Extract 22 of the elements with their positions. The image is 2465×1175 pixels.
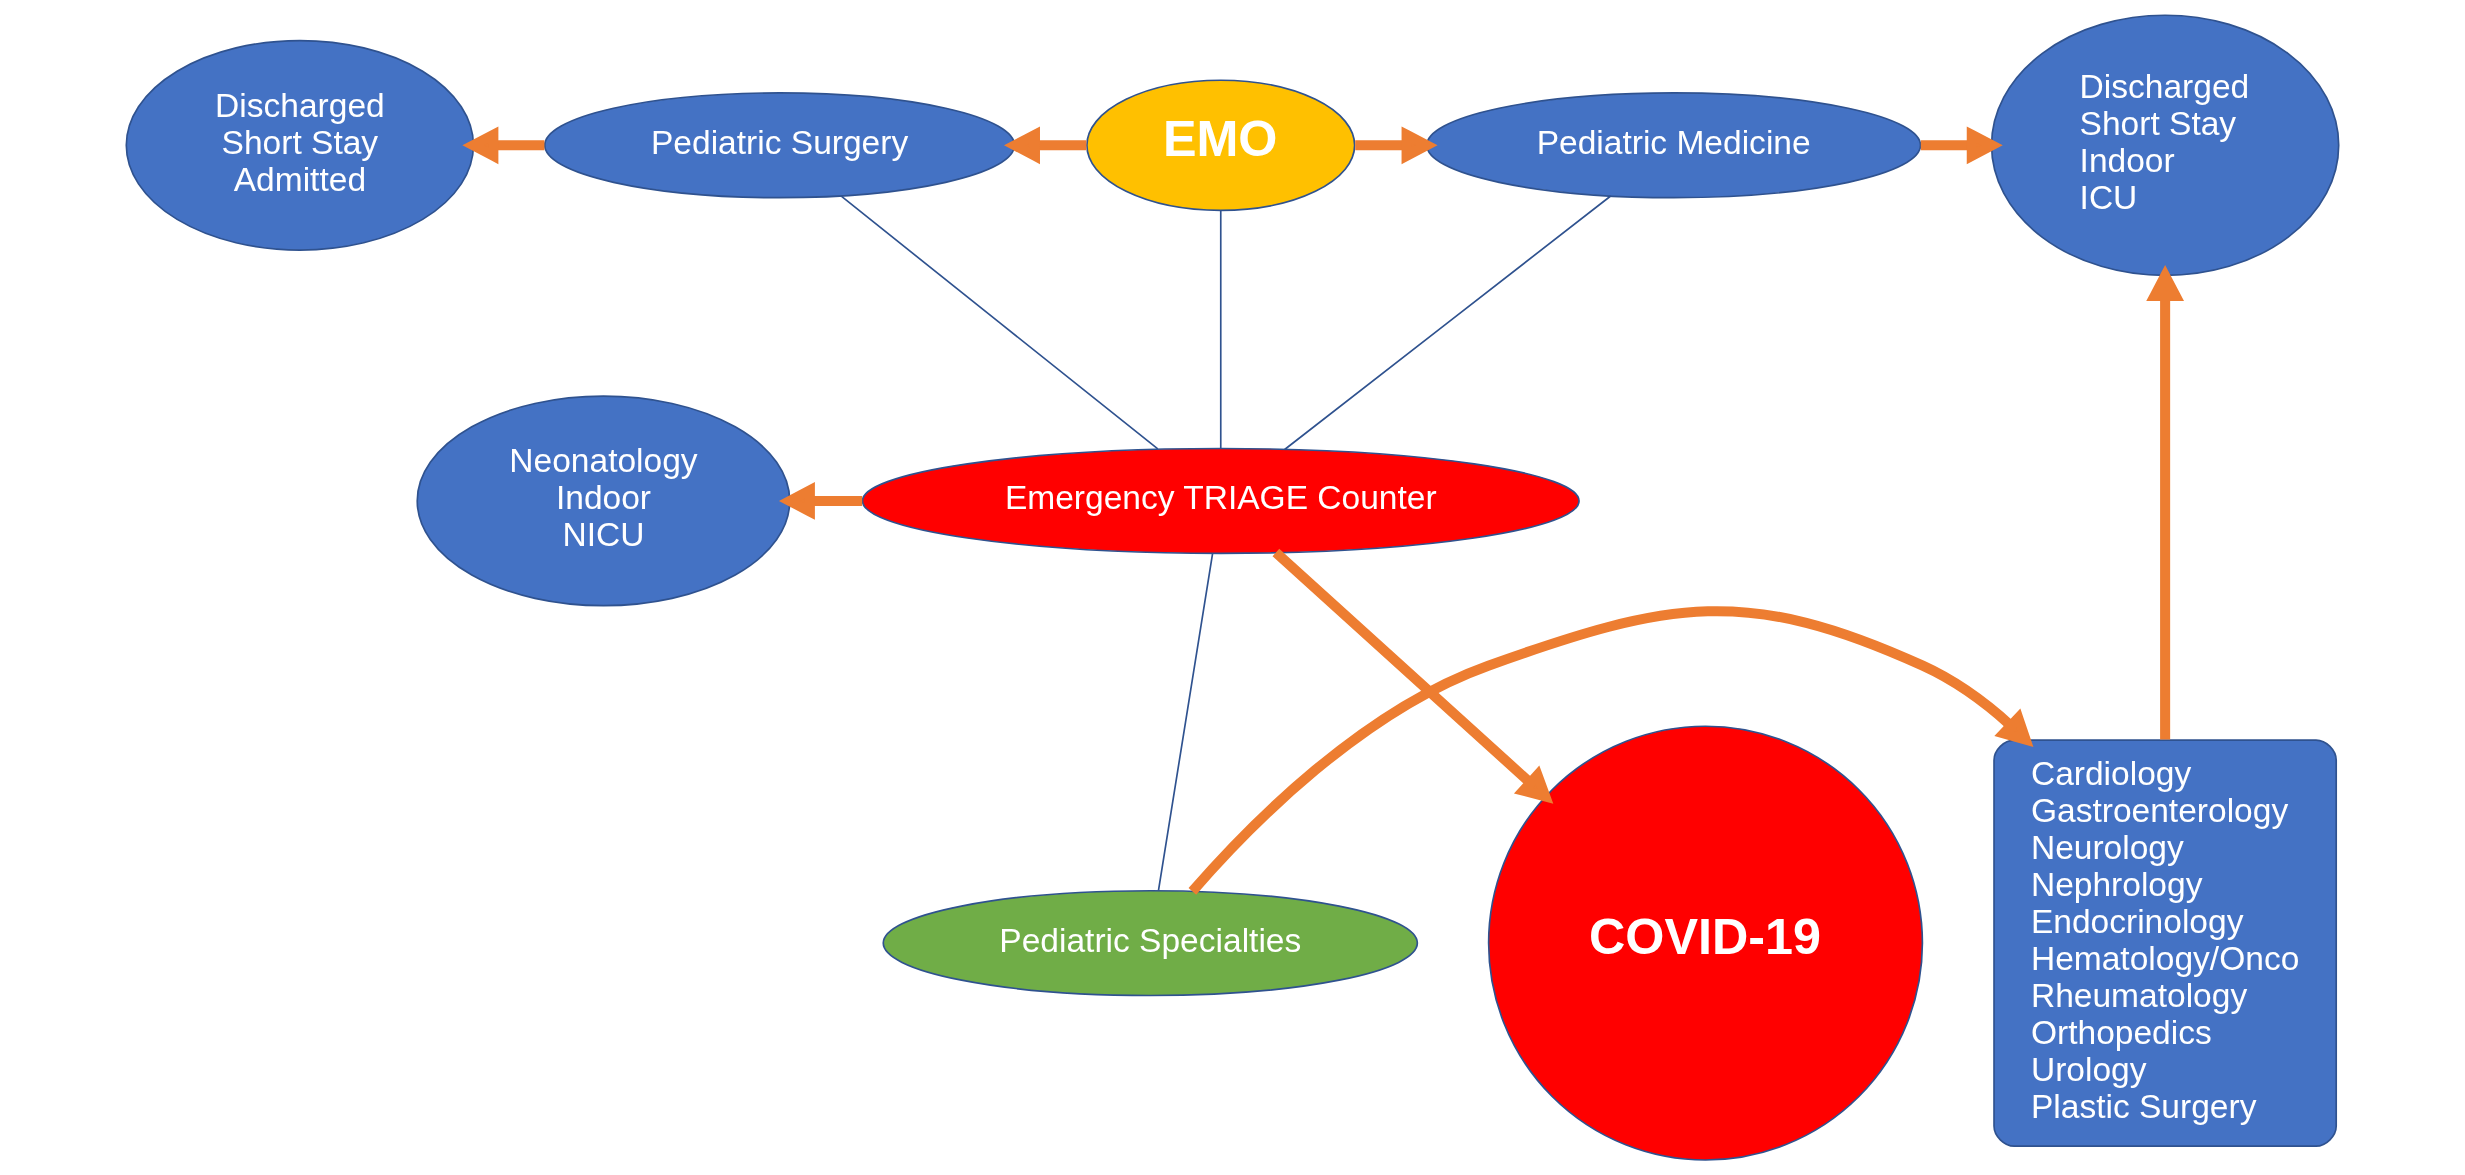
arrow [1188,606,2034,895]
arrow [1004,126,1087,165]
arrow [2146,265,2184,740]
arrow [462,126,545,165]
connector [1219,209,1222,450]
node-ellipse: Pediatric Specialties [882,889,1419,997]
arrow [1355,126,1438,165]
node-box: Cardiology Gastroenterology Neurology Nephrology Endocrinology Hematology/Onco Rheumatology Orthopedics Urology Plastic Surgery [1993,739,2338,1147]
arrow [1272,548,1554,804]
arrow [778,482,863,520]
node-ellipse: Neonatology Indoor NICU [416,395,791,607]
node-ellipse: Emergency TRIAGE Counter [861,447,1580,555]
node-ellipse: Discharged Short Stay Indoor ICU [1990,14,2340,277]
connector [1157,552,1214,892]
node-circle: COVID-19 [1487,725,1924,1161]
node-ellipse: Discharged Short Stay Admitted [125,39,475,251]
connector [1283,195,1612,451]
arrow [1920,126,2003,165]
connector [840,195,1159,450]
node-ellipse: Pediatric Medicine [1425,92,1922,199]
node-ellipse: EMO [1086,79,1356,212]
node-ellipse: Pediatric Surgery [543,92,1016,199]
